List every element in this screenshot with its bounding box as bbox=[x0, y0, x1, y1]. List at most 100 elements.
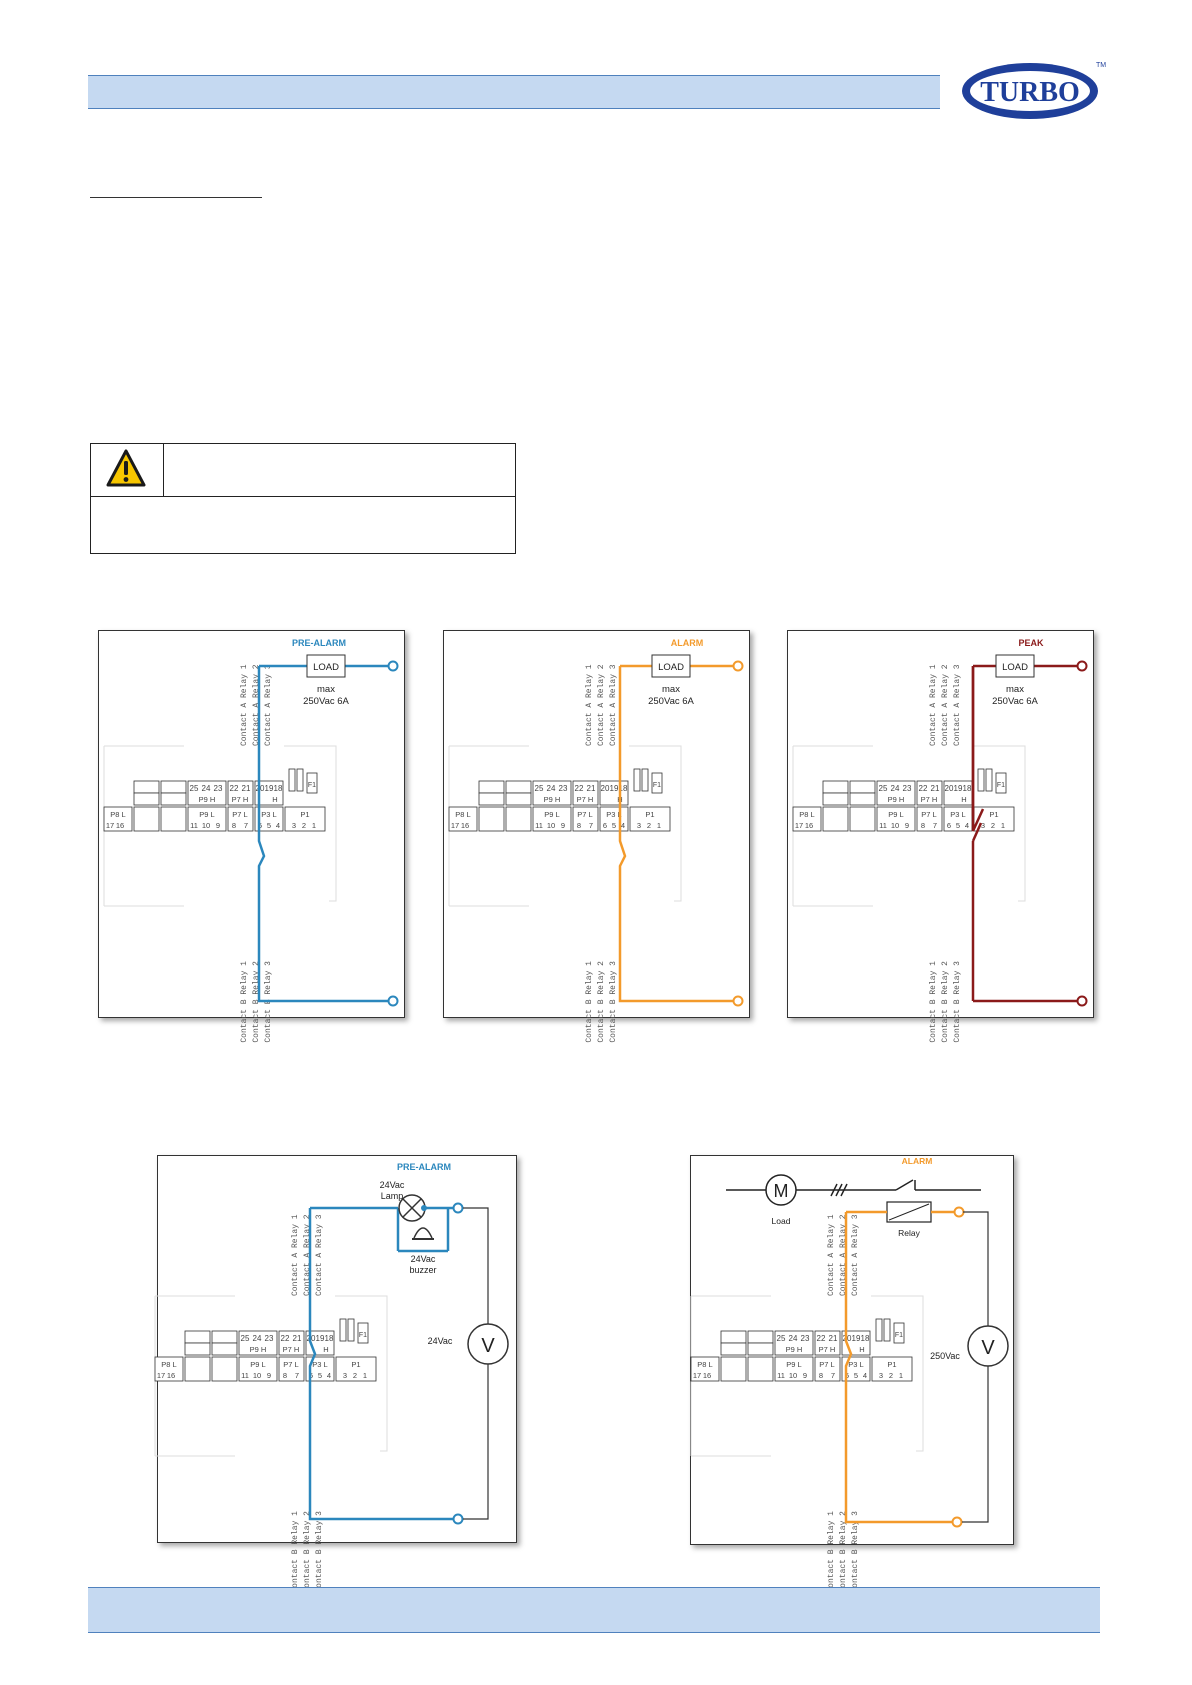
logo-tm: TM bbox=[1096, 62, 1106, 69]
board-label: 4 bbox=[621, 821, 625, 830]
board-label: 25 bbox=[879, 784, 888, 793]
board-label: 10 bbox=[789, 1371, 797, 1380]
board-label: P1 bbox=[989, 810, 998, 819]
header-bar bbox=[88, 75, 940, 109]
board-label: 18 bbox=[861, 1334, 870, 1343]
contact-b-label: Contact B Relay 3 bbox=[315, 1511, 324, 1593]
board-label: 24 bbox=[253, 1334, 262, 1343]
board-label: 2 bbox=[991, 821, 995, 830]
contact-b-label: Contact B Relay 2 bbox=[597, 961, 606, 1043]
board-label: P3 L bbox=[312, 1360, 327, 1369]
board-label: P8 L bbox=[110, 810, 125, 819]
board-label: 16 bbox=[703, 1371, 711, 1380]
board-label: F1 bbox=[997, 782, 1005, 789]
load-label: Load bbox=[772, 1216, 791, 1226]
board-label: 3 bbox=[981, 821, 985, 830]
board-label: P7 L bbox=[819, 1360, 834, 1369]
board-label: 22 bbox=[281, 1334, 290, 1343]
board-label: 2 bbox=[302, 821, 306, 830]
board-label: 25 bbox=[190, 784, 199, 793]
terminal-bottom bbox=[951, 1516, 963, 1528]
board-label: 5 bbox=[956, 821, 960, 830]
buzzer-label-2: buzzer bbox=[409, 1265, 436, 1275]
board-label: 16 bbox=[805, 821, 813, 830]
board-label: 19 bbox=[610, 784, 619, 793]
board-label: P9 L bbox=[199, 810, 214, 819]
board-label: 24 bbox=[202, 784, 211, 793]
footer-bar bbox=[88, 1587, 1100, 1633]
board-label: 23 bbox=[214, 784, 223, 793]
board-label: 8 bbox=[283, 1371, 287, 1380]
board-label: 5 bbox=[854, 1371, 858, 1380]
diagram-title: PRE-ALARM bbox=[292, 638, 346, 648]
board-label: 17 bbox=[106, 821, 114, 830]
board-label: 21 bbox=[931, 784, 940, 793]
board-label: 18 bbox=[963, 784, 972, 793]
board-label: P7 L bbox=[232, 810, 247, 819]
rating-line-2: 250Vac 6A bbox=[303, 696, 349, 707]
board-label: 21 bbox=[829, 1334, 838, 1343]
wire-alarm bbox=[618, 666, 734, 1003]
board-label: 5 bbox=[318, 1371, 322, 1380]
contact-a-label: Contact A Relay 2 bbox=[597, 664, 606, 746]
board-label: 17 bbox=[451, 821, 459, 830]
board-label: H bbox=[323, 1345, 328, 1354]
board-label: F1 bbox=[895, 1332, 903, 1339]
board-label: 25 bbox=[777, 1334, 786, 1343]
board-label: 17 bbox=[795, 821, 803, 830]
board-label: 18 bbox=[619, 784, 628, 793]
rating-line-2: 250Vac 6A bbox=[992, 696, 1038, 707]
relay-switch bbox=[971, 822, 983, 842]
board-label: 1 bbox=[312, 821, 316, 830]
board-label: P9 H bbox=[888, 795, 905, 804]
warning-divider bbox=[164, 496, 515, 497]
contact-b-label: Contact B Relay 1 bbox=[240, 961, 249, 1043]
board-label: H bbox=[961, 795, 966, 804]
voltmeter-icon bbox=[967, 1325, 1009, 1367]
relay-contact bbox=[895, 1179, 914, 1191]
buzzer-label-1: 24Vac bbox=[411, 1254, 436, 1264]
board-label: 3 bbox=[292, 821, 296, 830]
board-label: 16 bbox=[116, 821, 124, 830]
board-label: 4 bbox=[965, 821, 969, 830]
contact-a-label: Contact A Relay 3 bbox=[851, 1214, 860, 1296]
motor-symbol: M bbox=[774, 1181, 789, 1201]
board-label: 1 bbox=[657, 821, 661, 830]
contact-b-label: Contact B Relay 2 bbox=[303, 1511, 312, 1593]
board-label: 23 bbox=[903, 784, 912, 793]
board-label: P7 H bbox=[232, 795, 249, 804]
junction bbox=[421, 1205, 427, 1211]
board-label: 9 bbox=[561, 821, 565, 830]
board-label: 11 bbox=[241, 1371, 249, 1380]
rating-line-2: 250Vac 6A bbox=[648, 696, 694, 707]
board-label: 11 bbox=[535, 821, 543, 830]
board-label: P1 bbox=[300, 810, 309, 819]
board-label: F1 bbox=[308, 782, 316, 789]
terminal-top bbox=[1076, 660, 1088, 672]
board-label: P3 L bbox=[950, 810, 965, 819]
board-label: F1 bbox=[653, 782, 661, 789]
board-label: 8 bbox=[232, 821, 236, 830]
board-label: 8 bbox=[819, 1371, 823, 1380]
board-label: P9 L bbox=[786, 1360, 801, 1369]
terminal-top bbox=[387, 660, 399, 672]
board-label: 1 bbox=[363, 1371, 367, 1380]
board-label: 6 bbox=[603, 821, 607, 830]
terminal-bottom bbox=[1076, 995, 1088, 1007]
board-label: 19 bbox=[265, 784, 274, 793]
wire-alarm bbox=[844, 1212, 953, 1524]
diagram-title: PRE-ALARM bbox=[397, 1162, 451, 1172]
